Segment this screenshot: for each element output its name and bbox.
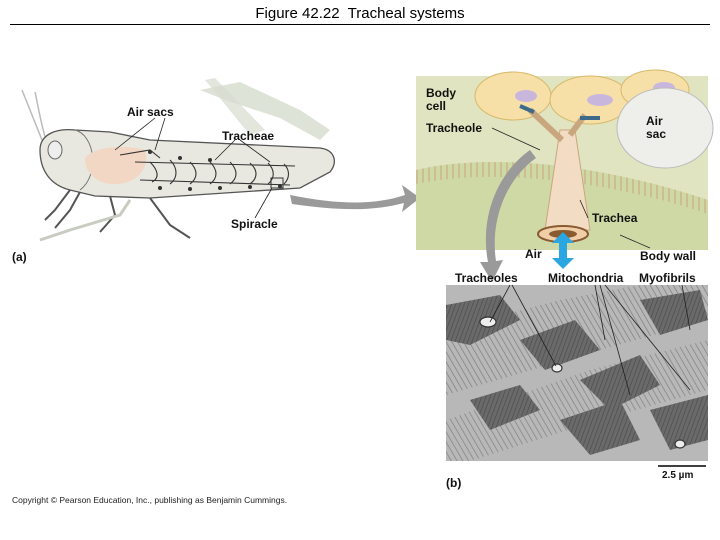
- body-cell: [474, 71, 552, 121]
- eye: [47, 140, 63, 160]
- label-tracheole: Tracheole: [426, 121, 483, 135]
- label-scale-bar: 2.5 µm: [662, 470, 694, 481]
- air-sac: [616, 87, 714, 169]
- detail-leaders: [491, 127, 651, 249]
- micrograph-leaders: [489, 284, 691, 396]
- label-body-cell-line2: cell: [426, 99, 447, 113]
- middle-leg: [99, 195, 117, 233]
- air-sac-dots: [148, 150, 282, 191]
- label-mitochondria: Mitochondria: [548, 271, 624, 285]
- nucleus: [515, 90, 537, 102]
- magnify-arrow: [290, 185, 420, 212]
- label-tracheoles: Tracheoles: [455, 271, 518, 285]
- nucleus: [587, 94, 613, 106]
- detail-illustration: [416, 69, 714, 250]
- grasshopper-illustration: [21, 78, 335, 242]
- tracheole-sections: [479, 316, 686, 449]
- panel-b-label: (b): [446, 476, 462, 490]
- front-leg: [44, 189, 81, 229]
- title-rule: [10, 24, 710, 25]
- ghost-wing: [205, 78, 265, 135]
- label-air: Air: [525, 247, 542, 261]
- label-body-cell-line1: Body: [426, 86, 456, 100]
- label-air-sacs: Air sacs: [127, 105, 174, 119]
- label-air-sac-line2: sac: [646, 127, 667, 141]
- tracheal-network: [119, 149, 296, 186]
- label-air-sac-line1: Air: [646, 114, 663, 128]
- tracheole-ending: [519, 104, 600, 120]
- label-tracheae: Tracheae: [222, 129, 275, 143]
- body-wall-ridges: [416, 161, 708, 214]
- antenna: [21, 89, 43, 141]
- air-flow-arrow: [552, 232, 574, 269]
- antenna: [34, 91, 47, 141]
- panel-a-leaders: [114, 117, 273, 219]
- panel-a-label: (a): [12, 250, 27, 264]
- ghost-lower-leg: [39, 199, 132, 242]
- hind-leg: [149, 197, 191, 239]
- copyright-notice: Copyright © Pearson Education, Inc., pub…: [12, 495, 288, 505]
- label-trachea: Trachea: [592, 211, 638, 225]
- spiracle-box: [270, 177, 284, 189]
- figure-title: Figure 42.22 Tracheal systems: [255, 5, 465, 22]
- air-sac-shape: [84, 146, 147, 185]
- label-myofibrils: Myofibrils: [639, 271, 696, 285]
- magnify-arrow-down: [480, 150, 536, 282]
- label-spiracle: Spiracle: [231, 217, 278, 231]
- label-body-wall: Body wall: [640, 249, 697, 263]
- micrograph: [446, 285, 708, 467]
